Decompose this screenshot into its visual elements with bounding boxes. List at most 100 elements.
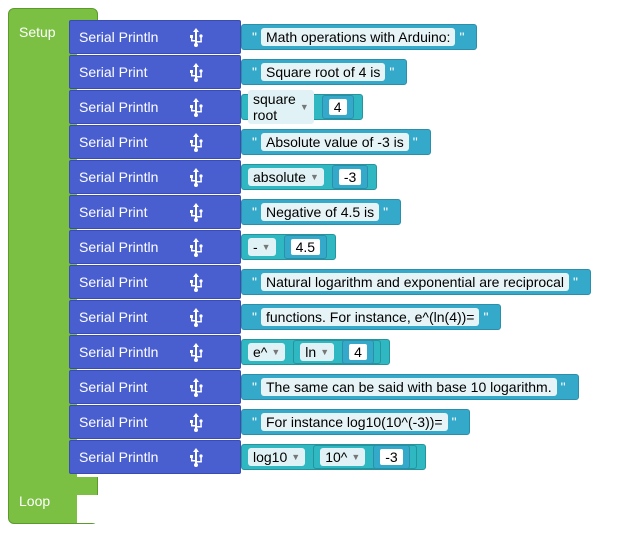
dropdown-caret-icon: ▼ (351, 452, 361, 462)
quote-open: " (252, 204, 257, 220)
math-function-block[interactable]: log10▼10^▼-3 (241, 444, 426, 470)
serial-block[interactable]: Serial Print (69, 195, 241, 229)
quote-open: " (252, 274, 257, 290)
nested-math-function-block[interactable]: ln▼ 4 (293, 340, 381, 364)
nested-math-operator-dropdown[interactable]: ln▼ (300, 343, 335, 361)
math-operator-dropdown[interactable]: e^▼ (248, 343, 286, 361)
serial-argument: -▼ 4.5 (241, 230, 337, 264)
nested-math-function-block[interactable]: 10^▼ -3 (313, 445, 417, 469)
serial-block[interactable]: Serial Println (69, 440, 241, 474)
math-operator-dropdown-value: - (253, 239, 258, 255)
math-operator-dropdown[interactable]: log10▼ (248, 448, 306, 466)
usb-icon (186, 98, 206, 118)
usb-icon (186, 343, 206, 363)
quote-open: " (252, 379, 257, 395)
serial-block-label: Serial Print (79, 134, 148, 150)
quote-open: " (252, 309, 257, 325)
math-operator-dropdown-value: e^ (253, 344, 268, 360)
nested-math-operator-dropdown[interactable]: 10^▼ (320, 448, 366, 466)
text-field[interactable]: Negative of 4.5 is (260, 203, 380, 221)
quote-close: " (412, 134, 418, 150)
number-field[interactable]: -3 (380, 449, 403, 465)
dropdown-caret-icon: ▼ (261, 242, 271, 252)
serial-block[interactable]: Serial Print (69, 300, 241, 334)
number-field[interactable]: -3 (338, 169, 362, 185)
dropdown-caret-icon: ▼ (291, 452, 301, 462)
number-block[interactable]: -3 (331, 165, 369, 189)
usb-icon (186, 378, 206, 398)
text-block[interactable]: "Math operations with Arduino:" (241, 24, 478, 50)
serial-argument: e^▼ln▼4 (241, 335, 390, 369)
math-function-block[interactable]: -▼ 4.5 (241, 234, 337, 260)
text-block[interactable]: "Negative of 4.5 is" (241, 199, 402, 225)
number-block[interactable]: -3 (373, 445, 410, 469)
math-function-block[interactable]: e^▼ln▼4 (241, 339, 390, 365)
math-operator-dropdown-value: log10 (253, 449, 288, 465)
serial-argument: log10▼10^▼-3 (241, 440, 426, 474)
serial-block-label: Serial Println (79, 169, 159, 185)
dropdown-caret-icon: ▼ (271, 347, 281, 357)
serial-block[interactable]: Serial Println (69, 90, 241, 124)
text-block[interactable]: "functions. For instance, e^(ln(4))=" (241, 304, 502, 330)
quote-open: " (252, 64, 257, 80)
serial-block[interactable]: Serial Println (69, 160, 241, 194)
serial-block-label: Serial Print (79, 309, 148, 325)
serial-block-label: Serial Println (79, 239, 159, 255)
usb-icon (186, 308, 206, 328)
number-block[interactable]: 4 (342, 340, 374, 364)
math-function-block[interactable]: square root▼ 4 (241, 90, 363, 124)
serial-block[interactable]: Serial Println (69, 20, 241, 54)
text-field[interactable]: Square root of 4 is (260, 63, 386, 81)
serial-block[interactable]: Serial Print (69, 265, 241, 299)
serial-block-label: Serial Println (79, 344, 159, 360)
usb-icon (186, 238, 206, 258)
serial-argument: "For instance log10(10^(-3))=" (241, 405, 470, 439)
serial-argument: "Negative of 4.5 is" (241, 195, 402, 229)
usb-icon (186, 63, 206, 83)
math-operator-dropdown[interactable]: square root▼ (248, 90, 314, 124)
quote-open: " (252, 414, 257, 430)
text-block[interactable]: "For instance log10(10^(-3))=" (241, 409, 470, 435)
math-operator-dropdown[interactable]: -▼ (248, 238, 276, 256)
serial-block[interactable]: Serial Println (69, 230, 241, 264)
quote-close: " (383, 204, 389, 220)
number-field[interactable]: 4 (349, 344, 367, 360)
text-field[interactable]: functions. For instance, e^(ln(4))= (260, 308, 480, 326)
number-block[interactable]: 4.5 (283, 235, 328, 259)
math-operator-dropdown[interactable]: absolute▼ (248, 168, 324, 186)
number-field[interactable]: 4 (328, 99, 347, 115)
quote-close: " (459, 29, 465, 45)
text-field[interactable]: For instance log10(10^(-3))= (260, 413, 448, 431)
text-field[interactable]: Natural logarithm and exponential are re… (260, 273, 570, 291)
usb-icon (186, 203, 206, 223)
number-block[interactable]: 4 (321, 95, 354, 119)
serial-argument: "The same can be said with base 10 logar… (241, 370, 579, 404)
usb-icon (186, 168, 206, 188)
serial-block-label: Serial Print (79, 379, 148, 395)
dropdown-caret-icon: ▼ (320, 347, 330, 357)
serial-argument: "functions. For instance, e^(ln(4))=" (241, 300, 502, 334)
loop-label: Loop (19, 493, 51, 509)
quote-close: " (560, 379, 566, 395)
math-operator-dropdown-value: square root (253, 91, 296, 123)
serial-argument: "Absolute value of -3 is" (241, 125, 431, 159)
text-block[interactable]: "Square root of 4 is" (241, 59, 408, 85)
text-field[interactable]: The same can be said with base 10 logari… (260, 378, 557, 396)
serial-block[interactable]: Serial Println (69, 335, 241, 369)
serial-block-label: Serial Print (79, 274, 148, 290)
serial-argument: absolute▼ -3 (241, 160, 378, 194)
text-field[interactable]: Math operations with Arduino: (260, 28, 456, 46)
text-block[interactable]: "The same can be said with base 10 logar… (241, 374, 579, 400)
serial-block[interactable]: Serial Print (69, 55, 241, 89)
math-function-block[interactable]: absolute▼ -3 (241, 164, 378, 190)
quote-close: " (483, 309, 489, 325)
math-operator-dropdown-value: absolute (253, 169, 306, 185)
text-block[interactable]: "Natural logarithm and exponential are r… (241, 269, 592, 295)
text-block[interactable]: "Absolute value of -3 is" (241, 129, 431, 155)
serial-block[interactable]: Serial Print (69, 405, 241, 439)
serial-block-label: Serial Print (79, 204, 148, 220)
serial-block[interactable]: Serial Print (69, 370, 241, 404)
number-field[interactable]: 4.5 (290, 239, 321, 255)
serial-block[interactable]: Serial Print (69, 125, 241, 159)
text-field[interactable]: Absolute value of -3 is (260, 133, 409, 151)
